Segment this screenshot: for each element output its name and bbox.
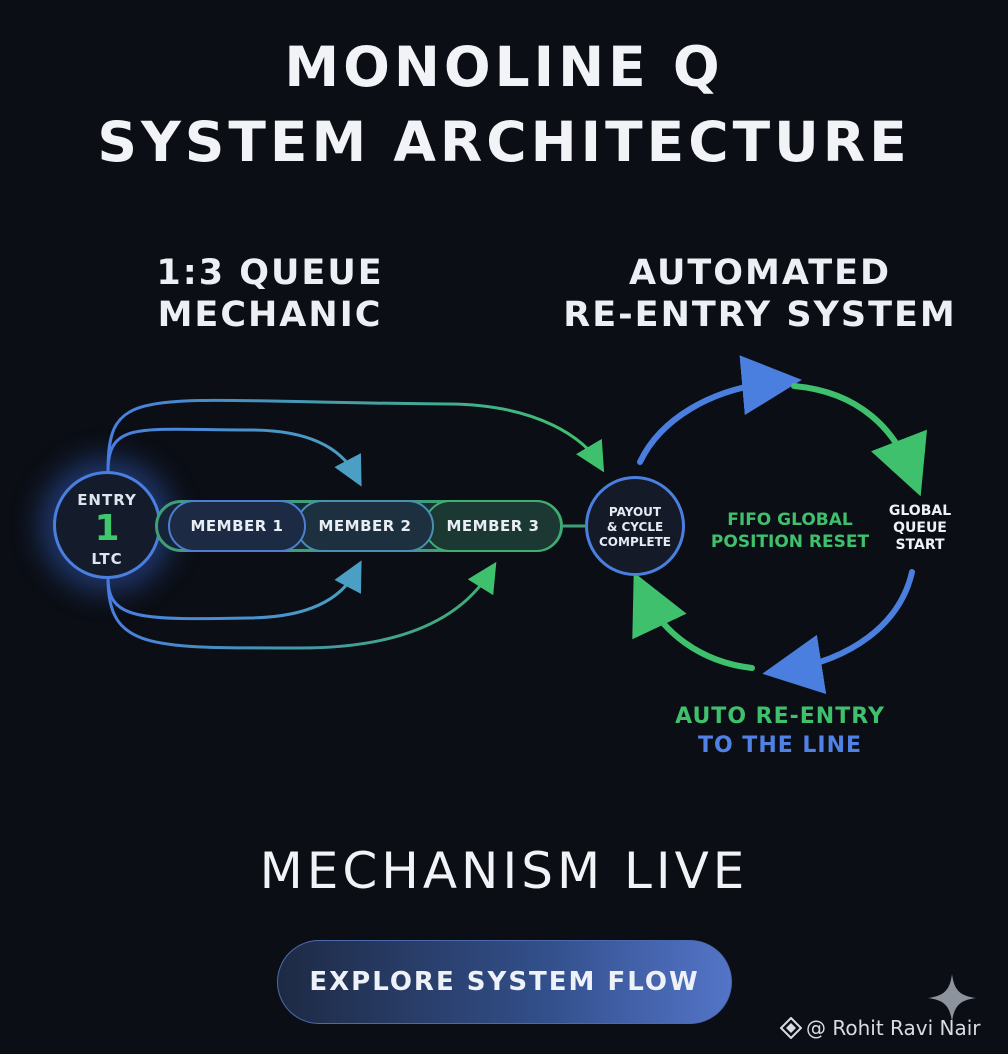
diamond-logo-icon <box>780 1017 802 1039</box>
queue-section-heading-2: MECHANIC <box>157 295 383 335</box>
arrow-entry-to-member2-upper <box>106 427 362 487</box>
credit-text: @ Rohit Ravi Nair <box>806 1016 981 1040</box>
entry-label: ENTRY <box>77 491 137 509</box>
reentry-section-heading-1: AUTOMATED <box>628 253 892 293</box>
arrow-entry-to-payout-top <box>106 398 605 473</box>
reentry-section-heading-2: RE-ENTRY SYSTEM <box>563 295 957 335</box>
sparkle-icon <box>928 974 976 1022</box>
fifo-label-1: FIFO GLOBAL <box>727 510 853 530</box>
payout-node <box>585 476 685 576</box>
page-title-line-1: MONOLINE Q <box>284 35 724 99</box>
arrow-entry-to-member2-lower <box>106 560 362 621</box>
payout-line-1: PAYOUT <box>608 505 662 519</box>
member-2-slot: MEMBER 2 <box>296 500 434 552</box>
page-title-line-2: SYSTEM ARCHITECTURE <box>97 110 911 174</box>
explore-button-label: EXPLORE SYSTEM FLOW <box>309 967 700 997</box>
payout-line-2: & CYCLE <box>606 520 664 534</box>
global-queue-label-2: QUEUE <box>893 520 947 536</box>
entry-amount: 1 <box>94 508 120 549</box>
author-credit: @ Rohit Ravi Nair <box>780 1016 980 1040</box>
mechanism-status: MECHANISM LIVE <box>259 842 749 900</box>
member-1-slot: MEMBER 1 <box>168 500 306 552</box>
auto-reentry-label-2: TO THE LINE <box>697 733 863 758</box>
payout-line-3: COMPLETE <box>599 535 671 549</box>
cycle-arrow-top-to-global <box>791 383 927 497</box>
global-queue-label-1: GLOBAL <box>888 503 952 519</box>
global-queue-label-3: START <box>895 537 945 553</box>
cycle-arrow-bottom-to-payout <box>632 572 755 671</box>
explore-system-flow-button[interactable]: EXPLORE SYSTEM FLOW <box>277 940 732 1024</box>
entry-unit: LTC <box>91 550 123 568</box>
cycle-arrow-global-to-bottom <box>762 569 915 695</box>
fifo-label-2: POSITION RESET <box>710 532 870 552</box>
arrow-entry-to-member3-bottom <box>106 561 497 650</box>
auto-reentry-label-1: AUTO RE-ENTRY <box>675 704 885 729</box>
queue-section-heading-1: 1:3 QUEUE <box>156 253 384 293</box>
cycle-arrow-payout-to-top <box>637 355 802 465</box>
member-3-slot: MEMBER 3 <box>424 500 562 552</box>
